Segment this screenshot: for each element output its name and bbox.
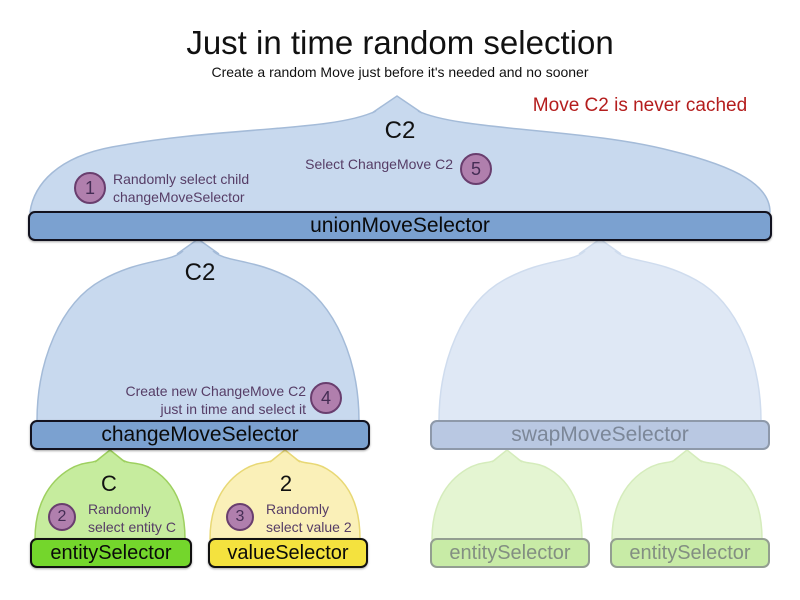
step-2-text: Randomly select entity C: [88, 500, 176, 536]
step-3-number: 3: [235, 508, 245, 525]
change-dome-arrow-shape: [36, 238, 360, 422]
step-4-number: 4: [320, 387, 331, 408]
step-1-number: 1: [84, 177, 95, 198]
entity-selector-faded-right-bar: entitySelector: [610, 538, 770, 568]
union-output-label: C2: [384, 117, 416, 144]
step-4-circle: 4: [310, 382, 342, 414]
step-4-text-line1: Create new ChangeMove C2: [125, 383, 306, 399]
entity-selector-faded-left-bar: entitySelector: [430, 538, 590, 568]
step-3-text-line1: Randomly: [266, 501, 330, 517]
swap-dome-arrow-shape: [438, 238, 762, 422]
step-3-text-line2: select value 2: [266, 519, 352, 535]
never-cached-note: Move C2 is never cached: [532, 95, 748, 116]
step-4-text-line2: just in time and select it: [160, 401, 306, 417]
value-output-label: 2: [279, 471, 293, 496]
step-4-text: Create new ChangeMove C2 just in time an…: [106, 382, 306, 418]
step-1-text-line2: changeMoveSelector: [113, 189, 245, 205]
change-output-label: C2: [184, 259, 216, 286]
swap-move-selector-label: swapMoveSelector: [511, 423, 689, 446]
entity-output-label: C: [101, 471, 117, 496]
change-move-selector-label: changeMoveSelector: [101, 423, 299, 446]
step-2-circle: 2: [48, 503, 76, 531]
value-selector-bar: valueSelector: [208, 538, 368, 568]
value-selector-label: valueSelector: [227, 541, 349, 564]
step-3-text: Randomly select value 2: [266, 500, 352, 536]
step-2-number: 2: [57, 508, 67, 525]
entity-selector-faded-right-label: entitySelector: [629, 541, 751, 564]
union-dome-arrow-shape: [29, 95, 771, 213]
change-move-selector-bar: changeMoveSelector: [30, 420, 370, 450]
step-1-text: Randomly select child changeMoveSelector: [113, 170, 249, 206]
step-2-text-line2: select entity C: [88, 519, 176, 535]
step-1-text-line1: Randomly select child: [113, 171, 250, 187]
step-5-text-line1: Select ChangeMove C2: [305, 156, 453, 172]
swap-move-selector-bar: swapMoveSelector: [430, 420, 770, 450]
step-5-text: Select ChangeMove C2: [303, 155, 453, 173]
step-5-circle: 5: [460, 153, 492, 185]
step-5-number: 5: [470, 158, 481, 179]
entity-faded-left-dome-arrow-shape: [431, 449, 583, 540]
entity-selector-faded-left-label: entitySelector: [449, 541, 571, 564]
page-title: Just in time random selection: [186, 24, 614, 61]
entity-selector-bar: entitySelector: [30, 538, 192, 568]
page-subtitle: Create a random Move just before it's ne…: [211, 64, 589, 80]
step-3-circle: 3: [226, 503, 254, 531]
union-move-selector-bar: unionMoveSelector: [28, 211, 772, 241]
step-1-circle: 1: [74, 172, 106, 204]
step-2-text-line1: Randomly: [88, 501, 152, 517]
entity-faded-right-dome-arrow-shape: [611, 449, 763, 540]
union-move-selector-label: unionMoveSelector: [310, 214, 490, 237]
entity-selector-label: entitySelector: [50, 541, 172, 564]
